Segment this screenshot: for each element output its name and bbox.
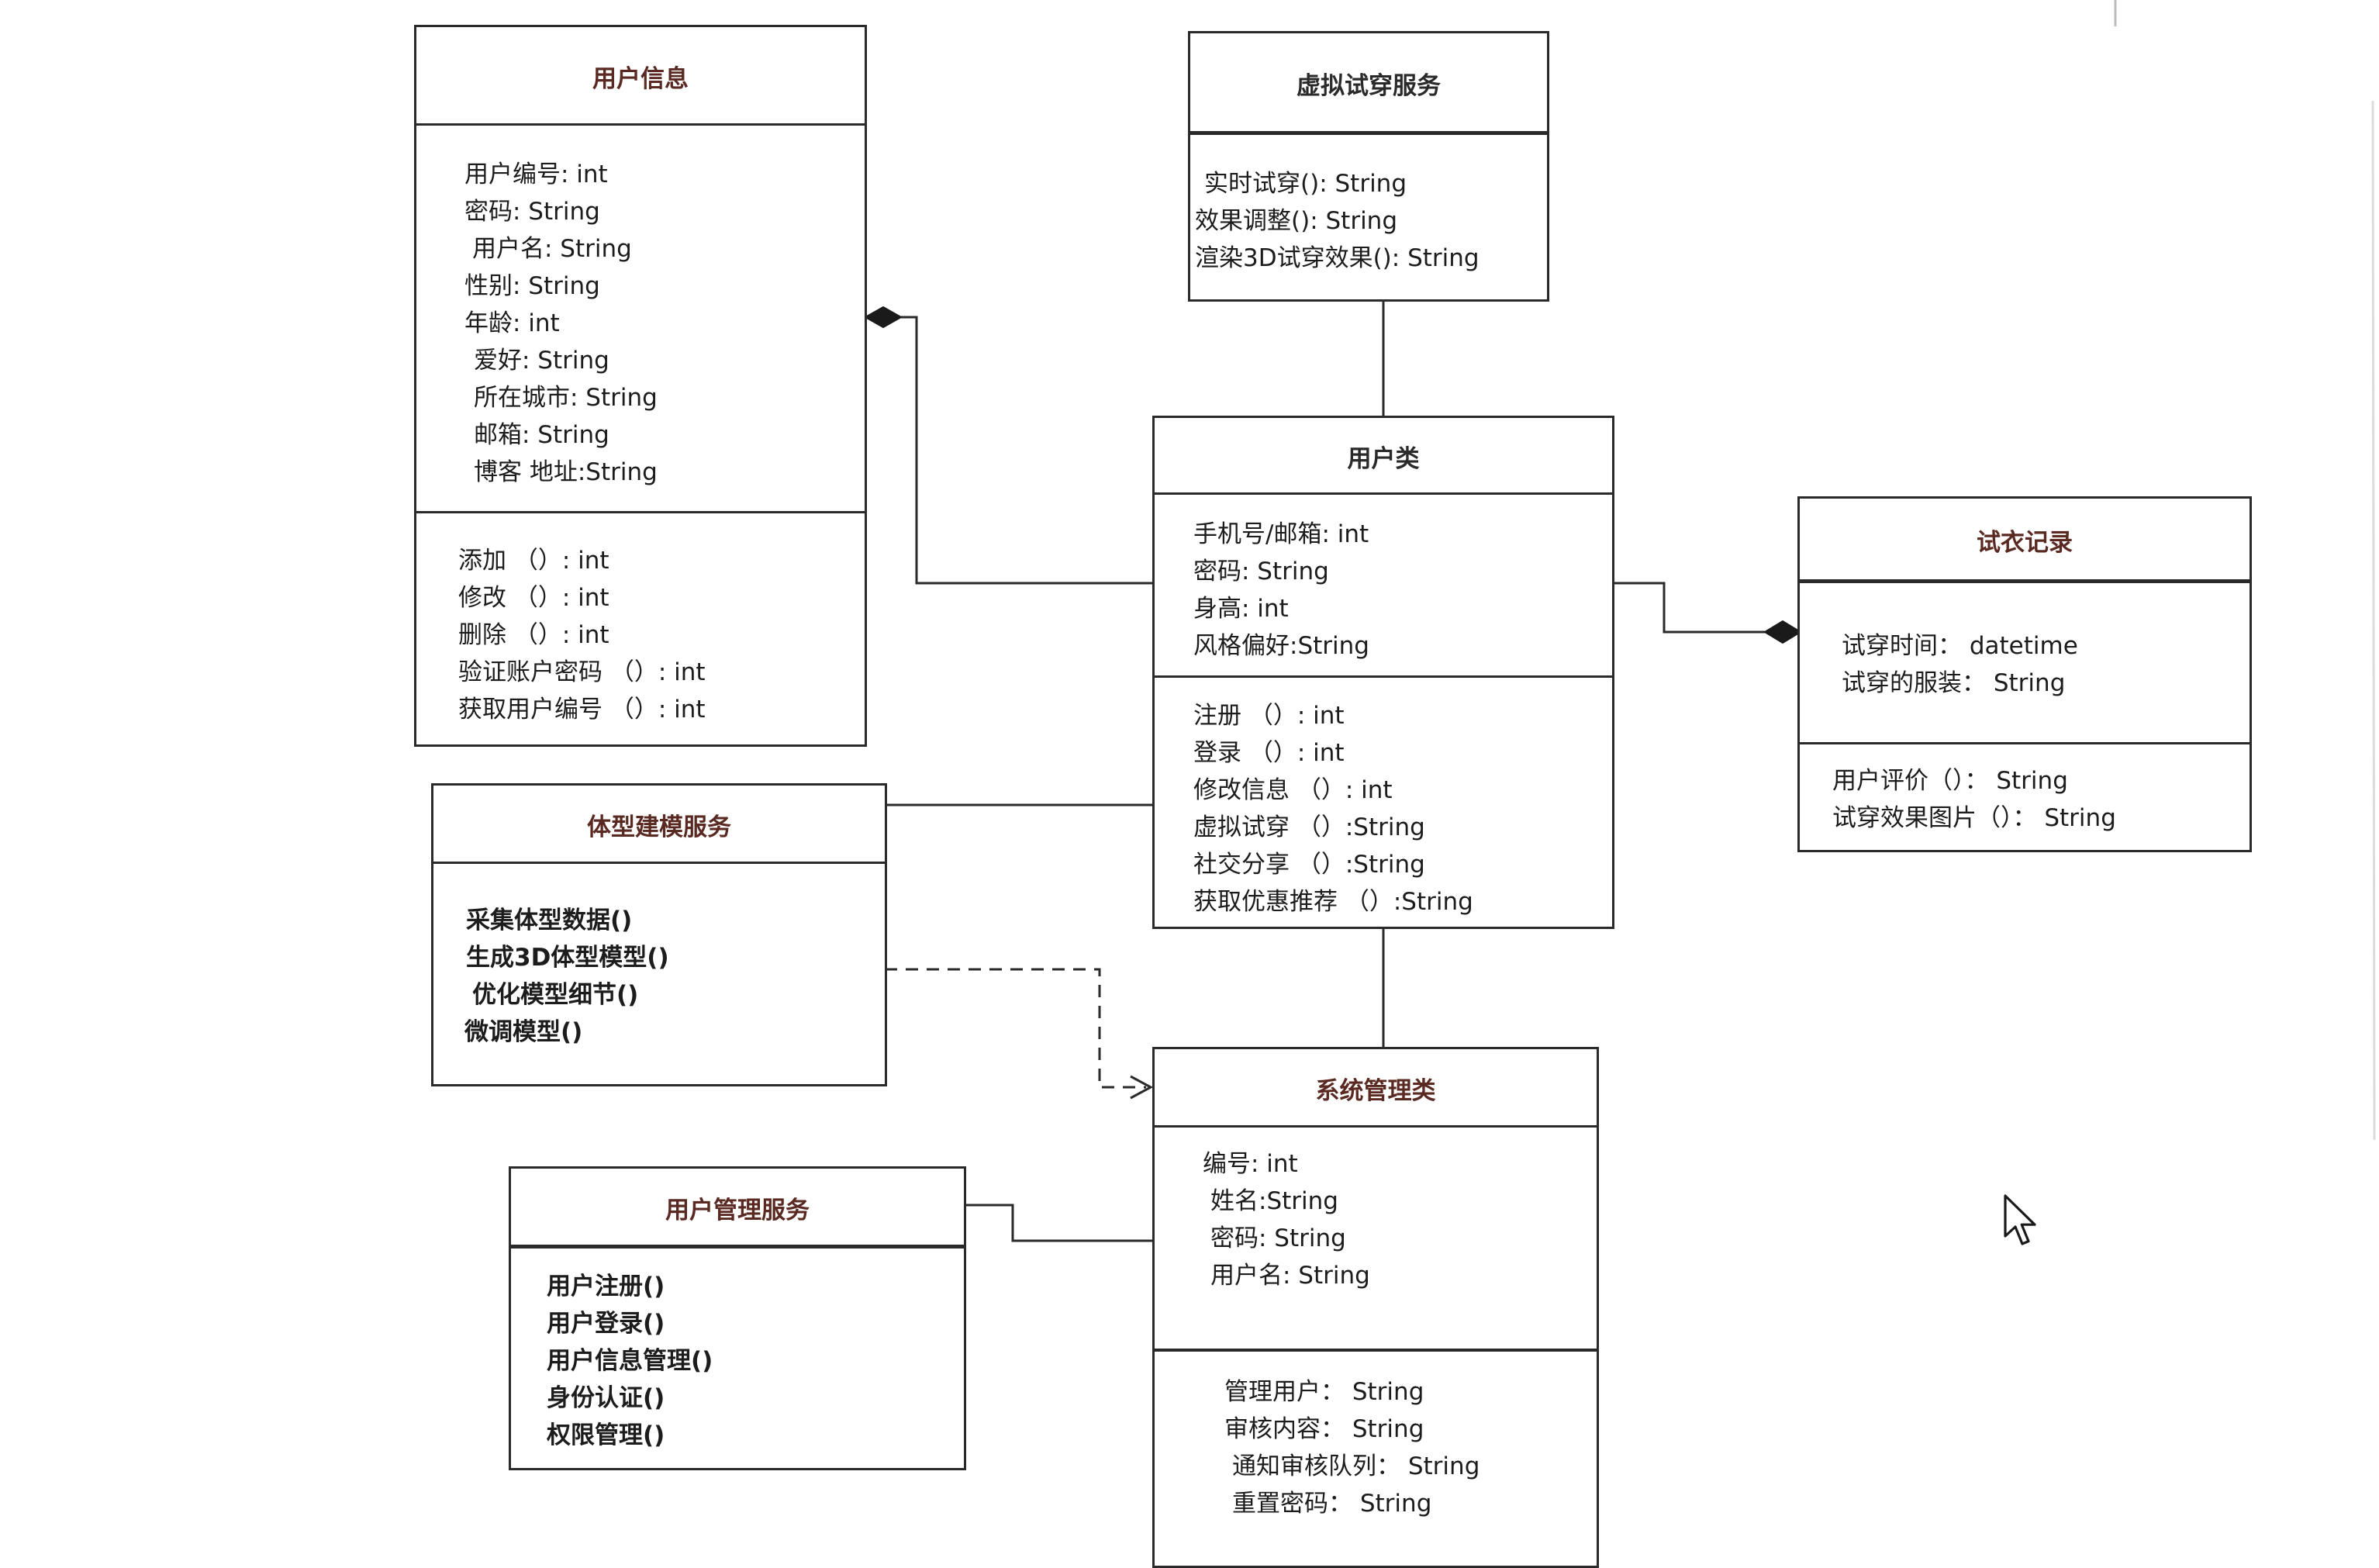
operation: 用户登录() (547, 1310, 665, 1338)
divider (1800, 742, 2250, 744)
operation-list: 采集体型数据() 生成3D体型模型() 优化模型细节() 微调模型() (433, 902, 885, 1051)
class-tryon-record: 试衣记录 试穿时间： datetime 试穿的服装： String 用户评价（）… (1797, 496, 2252, 852)
operation: 渲染3D试穿效果(): String (1195, 244, 1480, 272)
operation: 效果调整(): String (1195, 207, 1398, 235)
connector-user-class-to-user-info (901, 316, 1152, 585)
attribute: 爱好: String (474, 347, 609, 375)
attribute-list: 用户编号: int 密码: String 用户名: String 性别: Str… (416, 156, 865, 491)
operation-list: 用户注册() 用户登录() 用户信息管理() 身份认证() 权限管理() (511, 1268, 964, 1454)
attribute: 密码: String (1193, 558, 1329, 585)
method: 验证账户密码 （）: int (458, 658, 706, 686)
divider (1800, 579, 2250, 583)
operation: 实时试穿(): String (1204, 170, 1407, 198)
attribute: 邮箱: String (474, 421, 609, 449)
attribute: 用户名: String (1210, 1262, 1370, 1290)
method-list: 注册 （）: int 登录 （）: int 修改信息 （）: int 虚拟试穿 … (1155, 697, 1612, 920)
class-title: 用户类 (1347, 444, 1420, 473)
attribute-list: 试穿时间： datetime 试穿的服装： String (1800, 627, 2250, 702)
attribute: 密码: String (464, 198, 600, 226)
operation: 用户注册() (547, 1273, 665, 1300)
connector-user-class-to-tryon-record (1613, 582, 1765, 634)
method: 社交分享 （）:String (1193, 851, 1425, 879)
attribute: 年龄: int (464, 309, 560, 337)
attribute: 试穿的服装： String (1842, 669, 2066, 697)
class-user: 用户类 手机号/邮箱: int 密码: String 身高: int 风格偏好:… (1152, 416, 1614, 929)
method: 修改信息 （）: int (1193, 776, 1393, 804)
divider (1155, 1349, 1597, 1352)
divider (1190, 131, 1547, 135)
operation: 身份认证() (547, 1384, 665, 1412)
method: 虚拟试穿 （）:String (1193, 813, 1425, 841)
attribute: 试穿时间： datetime (1842, 632, 2078, 660)
method: 删除 （）: int (458, 621, 609, 649)
divider (1155, 1125, 1597, 1128)
method: 用户评价（）： String (1832, 767, 2068, 795)
method: 修改 （）: int (458, 584, 609, 612)
method: 审核内容： String (1224, 1415, 1424, 1443)
method: 获取用户编号 （）: int (458, 696, 706, 724)
method: 管理用户： String (1224, 1378, 1424, 1406)
method: 通知审核队列： String (1232, 1452, 1480, 1480)
divider (511, 1245, 964, 1249)
attribute: 用户名: String (472, 235, 632, 263)
attribute: 手机号/邮箱: int (1193, 520, 1369, 548)
method: 注册 （）: int (1193, 702, 1345, 730)
attribute: 所在城市: String (474, 384, 658, 412)
connector-user-mgmt-to-system-admin (965, 1204, 1152, 1242)
class-user-mgmt-service: 用户管理服务 用户注册() 用户登录() 用户信息管理() 身份认证() 权限管… (509, 1166, 966, 1470)
class-title: 试衣记录 (1977, 528, 2073, 557)
operation: 优化模型细节() (472, 981, 639, 1009)
attribute: 编号: int (1203, 1150, 1298, 1178)
composition-diamond-tryon-record (1763, 620, 1802, 644)
divider (416, 123, 865, 126)
class-body-modeling-service: 体型建模服务 采集体型数据() 生成3D体型模型() 优化模型细节() 微调模型… (431, 783, 887, 1086)
class-title: 体型建模服务 (587, 813, 731, 841)
method-list: 用户评价（）： String 试穿效果图片（）： String (1800, 762, 2250, 837)
attribute-list: 手机号/邮箱: int 密码: String 身高: int 风格偏好:Stri… (1155, 516, 1612, 665)
connector-body-modeling-dependency (885, 968, 1146, 1089)
divider (1155, 492, 1612, 495)
method-list: 管理用户： String 审核内容： String 通知审核队列： String… (1155, 1373, 1597, 1522)
attribute-list: 编号: int 姓名:String 密码: String 用户名: String (1155, 1145, 1597, 1294)
class-user-info: 用户信息 用户编号: int 密码: String 用户名: String 性别… (414, 25, 867, 747)
divider (416, 511, 865, 513)
method: 登录 （）: int (1193, 739, 1345, 767)
attribute: 姓名:String (1210, 1187, 1338, 1215)
class-title: 用户管理服务 (665, 1196, 810, 1224)
method: 获取优惠推荐 （）:String (1193, 888, 1473, 916)
class-title: 用户信息 (592, 64, 689, 93)
class-title: 系统管理类 (1315, 1076, 1436, 1105)
composition-diamond-user-info (863, 306, 903, 329)
attribute: 密码: String (1210, 1224, 1346, 1252)
attribute: 性别: String (464, 272, 600, 300)
class-title: 虚拟试穿服务 (1297, 71, 1441, 100)
attribute: 用户编号: int (464, 161, 608, 188)
operation-list: 实时试穿(): String 效果调整(): String 渲染3D试穿效果()… (1190, 165, 1547, 277)
method: 试穿效果图片（）： String (1832, 804, 2116, 832)
operation: 微调模型() (464, 1018, 583, 1046)
mouse-pointer-icon (2004, 1194, 2036, 1245)
operation: 生成3D体型模型() (466, 944, 669, 972)
method: 添加 （）: int (458, 547, 609, 575)
method: 重置密码： String (1232, 1490, 1432, 1518)
scan-mark-right-edge (2371, 100, 2376, 1141)
class-system-admin: 系统管理类 编号: int 姓名:String 密码: String 用户名: … (1152, 1047, 1599, 1568)
attribute: 博客 地址:String (474, 458, 658, 486)
operation: 采集体型数据() (466, 907, 633, 934)
operation: 用户信息管理() (547, 1347, 713, 1375)
divider (1155, 675, 1612, 678)
operation: 权限管理() (547, 1421, 665, 1449)
dependency-arrowhead (1130, 1075, 1154, 1100)
class-virtual-tryon-service: 虚拟试穿服务 实时试穿(): String 效果调整(): String 渲染3… (1188, 31, 1549, 302)
attribute: 风格偏好:String (1193, 632, 1369, 660)
attribute: 身高: int (1193, 595, 1289, 623)
method-list: 添加 （）: int 修改 （）: int 删除 （）: int 验证账户密码 … (416, 542, 865, 728)
divider (433, 862, 885, 864)
